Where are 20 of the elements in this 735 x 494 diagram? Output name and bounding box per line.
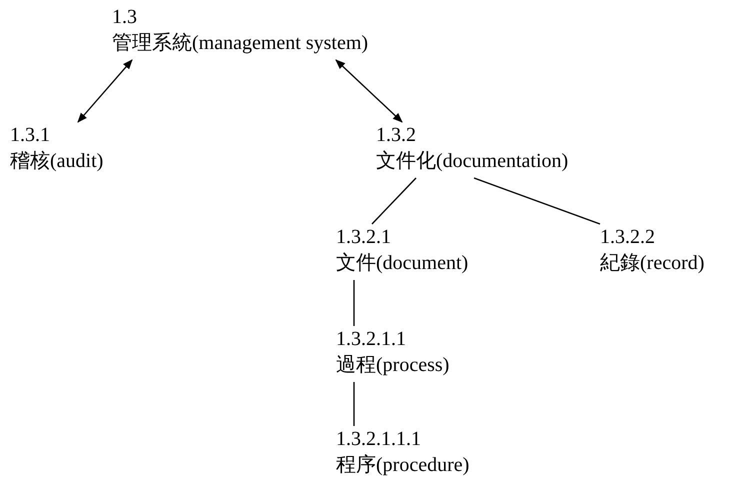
term-label: 稽核(audit): [10, 149, 104, 174]
term-label: 文件化(documentation): [376, 149, 568, 174]
section-number: 1.3.2.1.1.1: [336, 427, 422, 452]
double-arrow: [335, 59, 403, 123]
term-label: 過程(process): [336, 353, 450, 378]
term-label: 程序(procedure): [336, 453, 470, 478]
connector-line: [353, 382, 355, 426]
connector-line: [372, 178, 416, 224]
term-label: 紀錄(record): [600, 251, 704, 276]
section-number: 1.3.2.1: [336, 225, 392, 250]
section-number: 1.3.2.1.1: [336, 327, 407, 352]
term-label: 管理系統(management system): [112, 31, 368, 56]
section-number: 1.3: [112, 5, 138, 30]
section-number: 1.3.2.2: [600, 225, 656, 250]
section-number: 1.3.1: [10, 123, 51, 148]
section-number: 1.3.2: [376, 123, 417, 148]
connector-line: [353, 280, 355, 326]
term-label: 文件(document): [336, 251, 468, 276]
double-arrow: [77, 59, 133, 123]
connector-line: [474, 177, 600, 225]
